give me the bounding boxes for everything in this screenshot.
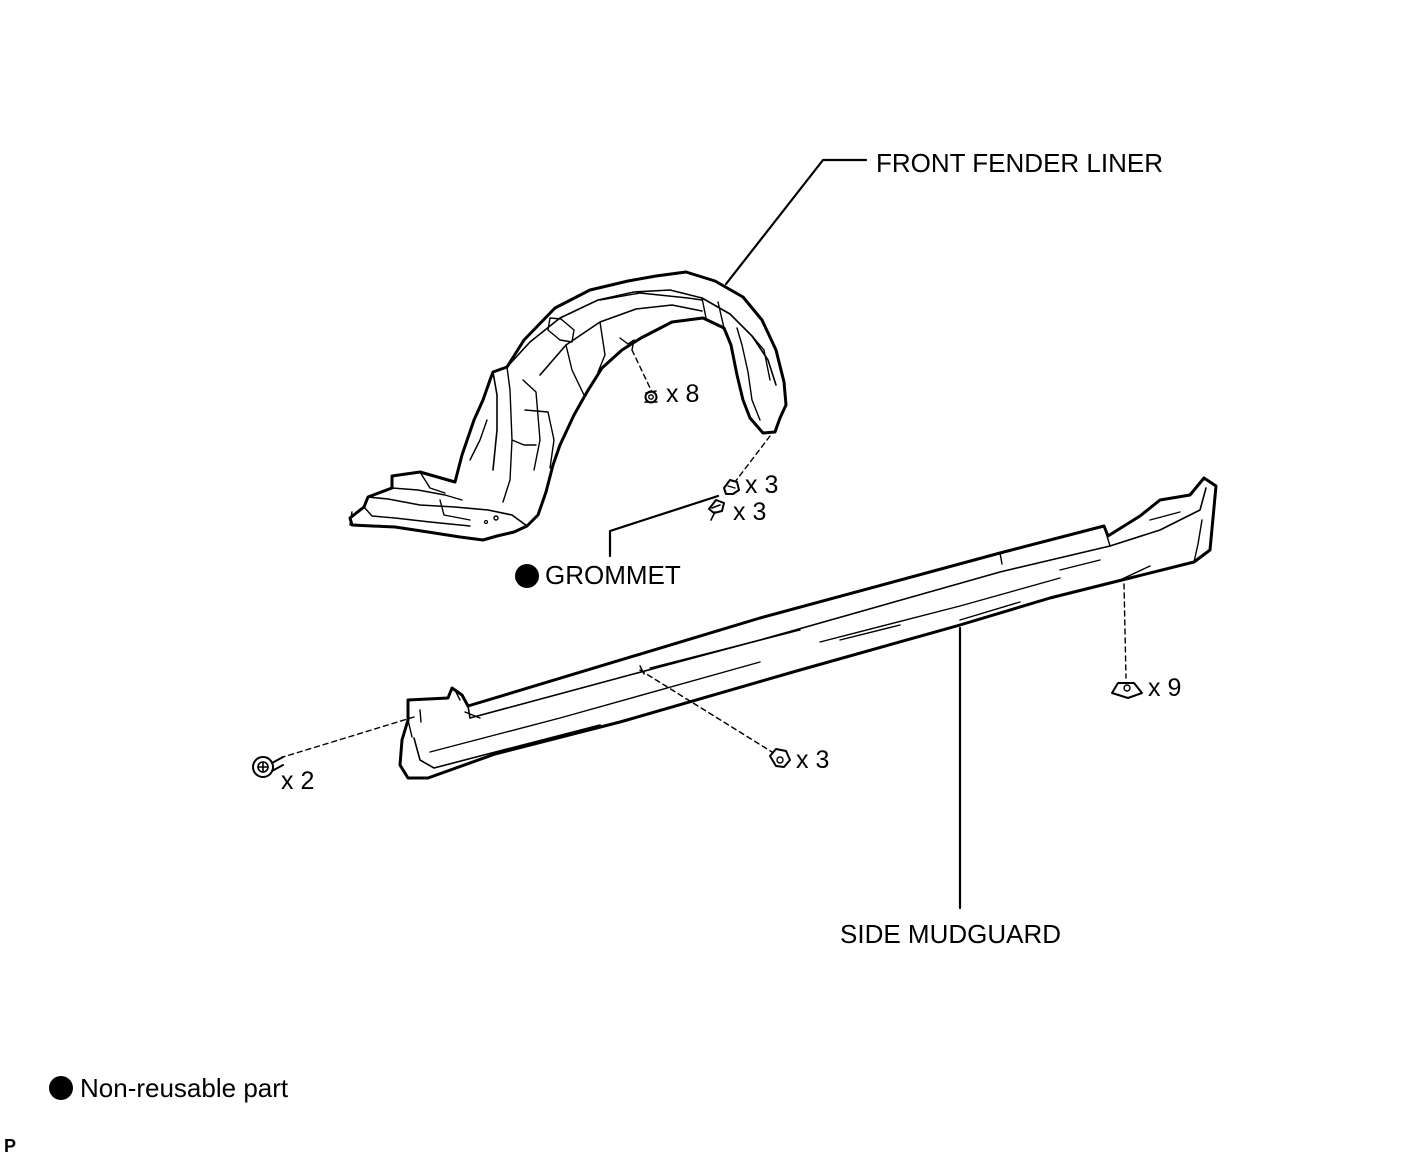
non-reusable-icon: [515, 564, 539, 588]
legend-non-reusable-icon: [49, 1076, 73, 1100]
front-fender-liner-leader: [724, 158, 868, 286]
legend-non-reusable-label: Non-reusable part: [80, 1073, 289, 1103]
front-fender-liner-part: [348, 270, 788, 542]
front-fender-liner-label: FRONT FENDER LINER: [876, 148, 1163, 178]
grommet-leader: [608, 494, 720, 558]
corner-mark: P: [4, 1136, 17, 1156]
mudguard-end-screw-icon: [252, 716, 415, 778]
mudguard-end-screw-quantity: x 2: [281, 767, 315, 795]
liner-screw-quantity: x 3: [733, 498, 767, 526]
grommet-label: GROMMET: [545, 560, 681, 590]
liner-screw-icon: [708, 499, 725, 521]
grommet-clip-icon: [723, 435, 771, 495]
side-mudguard-label: SIDE MUDGUARD: [840, 919, 1062, 949]
mudguard-center-clip-quantity: x 3: [796, 746, 830, 774]
mudguard-lower-clip-quantity: x 9: [1148, 674, 1182, 702]
mudguard-lower-clip-icon: [1111, 583, 1143, 699]
side-mudguard-part: [398, 476, 1218, 780]
liner-clip-quantity: x 8: [666, 380, 700, 408]
liner-grommet-clip-quantity: x 3: [745, 471, 779, 499]
liner-clip-icon: [631, 349, 658, 404]
mudguard-center-clip-icon: [639, 669, 791, 768]
